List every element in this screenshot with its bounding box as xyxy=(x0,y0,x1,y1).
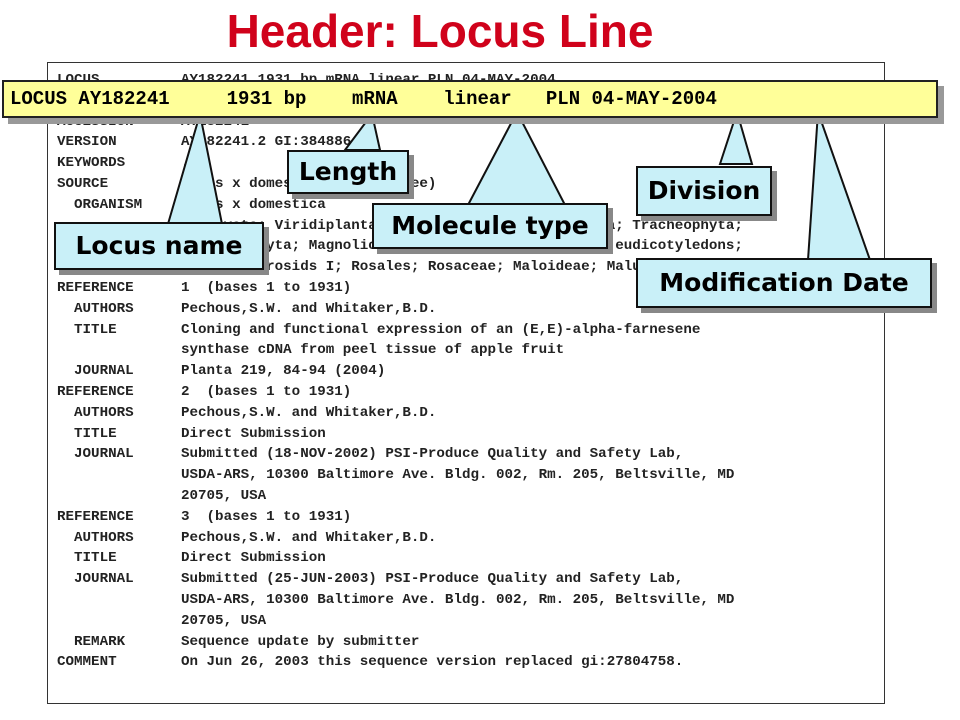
record-line: JOURNAL Submitted (25-JUN-2003) PSI-Produ… xyxy=(57,569,683,589)
record-value: Submitted (18-NOV-2002) PSI-Produce Qual… xyxy=(181,446,684,463)
record-value: Direct Submission xyxy=(181,550,326,567)
record-line: REFERENCE 1 (bases 1 to 1931) xyxy=(57,278,351,298)
record-value: 20705, USA xyxy=(181,612,267,629)
record-line: TITLE Cloning and functional expression o… xyxy=(57,320,700,340)
record-key: KEYWORDS xyxy=(57,155,126,172)
record-line: AUTHORS Pechous,S.W. and Whitaker,B.D. xyxy=(57,528,436,548)
record-value: Sequence update by submitter xyxy=(181,633,420,650)
length-pointer xyxy=(343,111,382,151)
record-key: REFERENCE xyxy=(57,508,134,525)
record-line: JOURNAL Planta 219, 84-94 (2004) xyxy=(57,361,385,381)
record-value: 2 (bases 1 to 1931) xyxy=(181,384,352,400)
record-value: synthase cDNA from peel tissue of apple … xyxy=(181,342,565,359)
callout-molecule-type: Molecule type xyxy=(372,203,608,249)
record-key: TITLE xyxy=(57,425,117,442)
record-key: AUTHORS xyxy=(57,404,134,421)
locus-line-highlight: LOCUS AY182241 1931 bp mRNA linear PLN 0… xyxy=(2,80,938,118)
record-line: JOURNAL Submitted (18-NOV-2002) PSI-Produ… xyxy=(57,444,683,464)
callout-modification-date: Modification Date xyxy=(636,258,932,308)
record-key: REFERENCE xyxy=(57,384,134,400)
record-line: AUTHORS Pechous,S.W. and Whitaker,B.D. xyxy=(57,403,436,423)
record-value: USDA-ARS, 10300 Baltimore Ave. Bldg. 002… xyxy=(181,592,735,608)
record-line: TITLE Direct Submission xyxy=(57,424,326,444)
record-key: TITLE xyxy=(57,321,117,338)
record-value: Pechous,S.W. and Whitaker,B.D. xyxy=(181,529,437,546)
record-key: ORGANISM xyxy=(57,196,143,213)
record-line: REFERENCE 3 (bases 1 to 1931) xyxy=(57,507,351,527)
record-key: REMARK xyxy=(57,633,126,650)
record-line: COMMENT On Jun 26, 2003 this sequence ver… xyxy=(57,652,683,672)
record-line: USDA-ARS, 10300 Baltimore Ave. Bldg. 002… xyxy=(57,590,734,610)
record-key: AUTHORS xyxy=(57,300,134,317)
record-key: SOURCE xyxy=(57,176,109,192)
callout-length: Length xyxy=(287,150,409,194)
record-value: 20705, USA xyxy=(181,488,267,504)
record-line: 20705, USA xyxy=(57,611,266,631)
slide-title: Header: Locus Line xyxy=(226,5,654,57)
callout-division: Division xyxy=(636,166,772,216)
record-key: TITLE xyxy=(57,550,117,567)
callout-locus-name: Locus name xyxy=(54,222,264,270)
division-pointer xyxy=(718,108,754,165)
record-value: Cloning and functional expression of an … xyxy=(181,321,701,338)
record-key: VERSION xyxy=(57,134,117,151)
modification-date-pointer xyxy=(806,111,872,261)
record-value: 1 (bases 1 to 1931) xyxy=(181,280,352,296)
record-value: Pechous,S.W. and Whitaker,B.D. xyxy=(181,300,437,317)
record-key: JOURNAL xyxy=(57,446,134,463)
locus-name-pointer xyxy=(166,113,224,225)
record-key: COMMENT xyxy=(57,654,117,671)
record-line: REMARK Sequence update by submitter xyxy=(57,632,419,652)
record-value: On Jun 26, 2003 this sequence version re… xyxy=(181,654,684,671)
record-value: Pechous,S.W. and Whitaker,B.D. xyxy=(181,404,437,421)
record-key: JOURNAL xyxy=(57,571,134,588)
record-value: Planta 219, 84-94 (2004) xyxy=(181,363,386,380)
record-value: 3 (bases 1 to 1931) xyxy=(181,508,352,525)
record-line: REFERENCE 2 (bases 1 to 1931) xyxy=(57,382,351,402)
record-key: AUTHORS xyxy=(57,529,134,546)
record-key: REFERENCE xyxy=(57,280,134,296)
record-key: JOURNAL xyxy=(57,363,134,380)
record-value: USDA-ARS, 10300 Baltimore Ave. Bldg. 002… xyxy=(181,467,735,484)
record-line: 20705, USA xyxy=(57,486,266,506)
record-value: Direct Submission xyxy=(181,425,326,442)
record-value: Submitted (25-JUN-2003) PSI-Produce Qual… xyxy=(181,571,684,588)
record-line: USDA-ARS, 10300 Baltimore Ave. Bldg. 002… xyxy=(57,465,734,485)
molecule-type-pointer xyxy=(466,109,567,206)
record-line: AUTHORS Pechous,S.W. and Whitaker,B.D. xyxy=(57,299,436,319)
record-line: synthase cDNA from peel tissue of apple … xyxy=(57,340,564,360)
record-line: TITLE Direct Submission xyxy=(57,548,326,568)
